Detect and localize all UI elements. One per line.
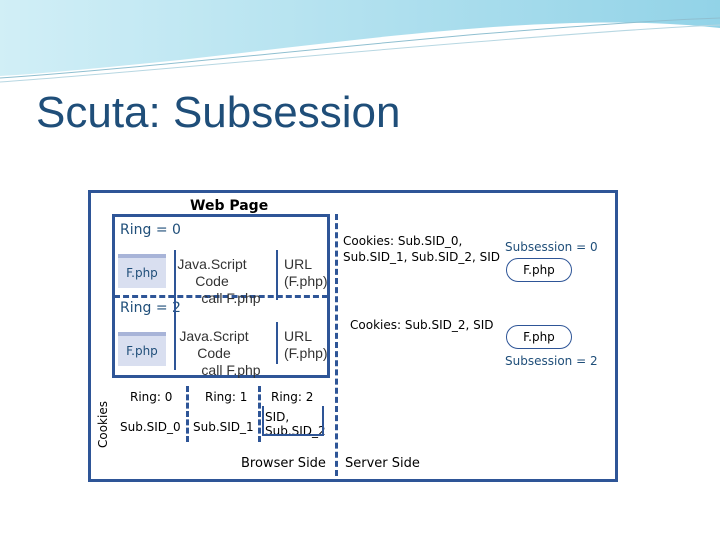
js-call-ring0: call F.php — [201, 290, 261, 306]
browser-side-label: Browser Side — [241, 456, 326, 471]
server-side-label: Server Side — [345, 456, 420, 471]
server-fphp-bottom: F.php — [506, 325, 572, 349]
ring-separator — [114, 295, 328, 298]
subsession2-label: Subsession = 2 — [505, 354, 598, 368]
cookie-divider-1 — [186, 386, 189, 442]
web-page-frame — [112, 214, 330, 378]
url-line2: (F.php) — [284, 273, 328, 289]
url-line1: URL — [284, 256, 313, 272]
cookie-ring1-sid: Sub.SID_1 — [193, 420, 254, 434]
server-fphp-top: F.php — [506, 258, 572, 282]
cookies-label: Cookies — [96, 401, 110, 448]
server-cookies-bottom: Cookies: Sub.SID_2, SID — [350, 318, 494, 332]
js-code-line1: Java.Script — [177, 256, 247, 272]
cookie-ring2-sid-line1: SID, — [265, 410, 290, 424]
cookie-ring0-sid: Sub.SID_0 — [120, 420, 181, 434]
webpage-divider-3 — [276, 322, 278, 364]
browser-server-divider — [335, 214, 338, 476]
webpage-divider-2 — [276, 250, 278, 300]
web-page-label: Web Page — [188, 198, 271, 214]
fphp-ring2-box: F.php — [118, 332, 166, 366]
ring2-label: Ring = 2 — [120, 300, 181, 316]
cookie-ring0-label: Ring: 0 — [130, 390, 173, 404]
js-call-ring2: call F.php — [201, 362, 261, 378]
js-code-ring0: Java.Script Code — [176, 256, 248, 290]
ring0-label: Ring = 0 — [120, 222, 181, 238]
js-code-line2: Code — [197, 345, 231, 361]
cookie-ring2-label: Ring: 2 — [271, 390, 314, 404]
server-cookies-top-line1: Cookies: Sub.SID_0, — [343, 234, 463, 248]
server-cookies-top-line2: Sub.SID_1, Sub.SID_2, SID — [343, 250, 501, 264]
fphp-ring0-box: F.php — [118, 254, 166, 288]
js-code-ring2: Java.Script Code — [178, 328, 250, 362]
js-code-line2: Code — [195, 273, 229, 289]
cookie-ring1-label: Ring: 1 — [205, 390, 248, 404]
browser-frame — [88, 190, 618, 482]
page-title: Scuta: Subsession — [36, 88, 401, 137]
cookie-row-bracket — [262, 406, 324, 436]
url-line1: URL — [284, 328, 313, 344]
cookie-divider-2 — [258, 386, 261, 442]
url-ring0: URL (F.php) — [284, 256, 328, 290]
js-code-line1: Java.Script — [179, 328, 249, 344]
subsession0-label: Subsession = 0 — [505, 240, 598, 254]
url-line2: (F.php) — [284, 345, 328, 361]
header-wave-decoration — [0, 0, 720, 83]
webpage-divider — [174, 250, 176, 370]
url-ring2: URL (F.php) — [284, 328, 328, 362]
cookie-row-bracket-left — [262, 406, 264, 436]
